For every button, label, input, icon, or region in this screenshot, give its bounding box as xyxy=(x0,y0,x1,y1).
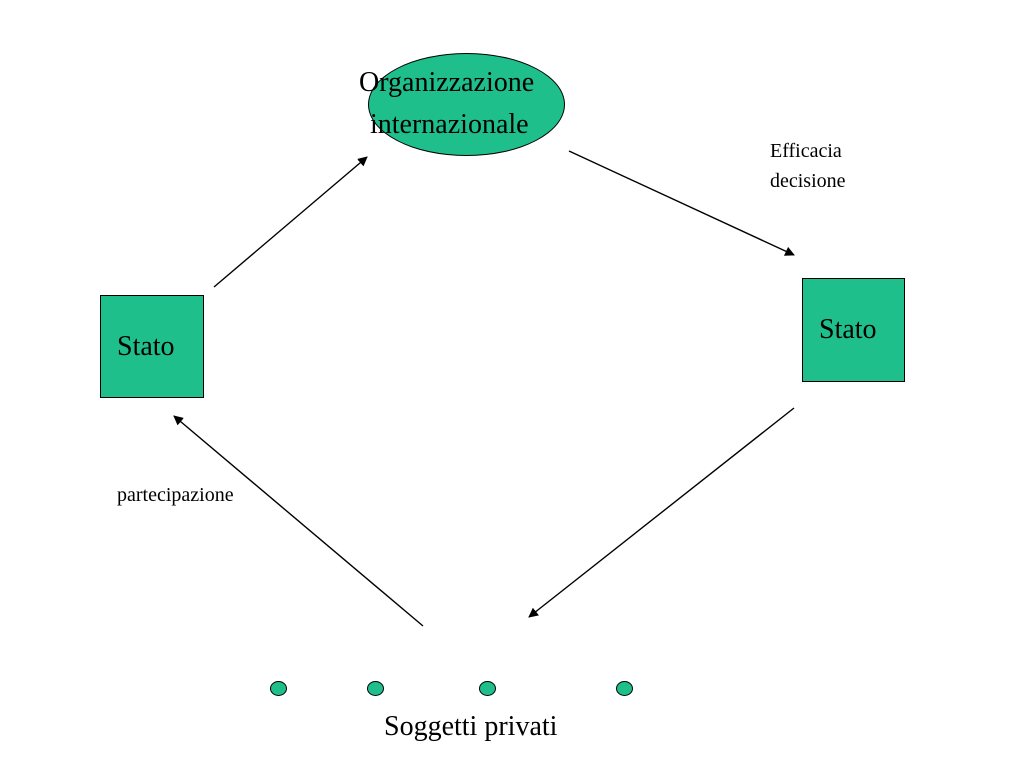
private-subjects-label: Soggetti privati xyxy=(384,711,558,742)
organization-node xyxy=(368,53,565,156)
partecipazione-label: partecipazione xyxy=(117,484,234,506)
organization-label-line1: Organizzazione xyxy=(359,67,535,98)
private-subject-dot-2 xyxy=(367,681,384,696)
state-left-label: Stato xyxy=(117,331,175,362)
arrow-state-right-to-private-subjects xyxy=(528,407,795,618)
efficacia-label-line1: Efficacia xyxy=(770,140,842,162)
arrow-organization-to-state-right xyxy=(568,150,795,256)
private-subject-dot-3 xyxy=(479,681,496,696)
arrow-private-subjects-to-state-left xyxy=(173,415,424,627)
state-right-node xyxy=(802,278,905,382)
state-right-label: Stato xyxy=(819,314,877,345)
state-left-node xyxy=(100,295,204,398)
private-subject-dot-1 xyxy=(270,681,287,696)
organization-label-line2: internazionale xyxy=(370,109,529,140)
efficacia-label-line2: decisione xyxy=(770,170,846,192)
private-subject-dot-4 xyxy=(616,681,633,696)
arrow-state-left-to-organization xyxy=(213,156,368,288)
